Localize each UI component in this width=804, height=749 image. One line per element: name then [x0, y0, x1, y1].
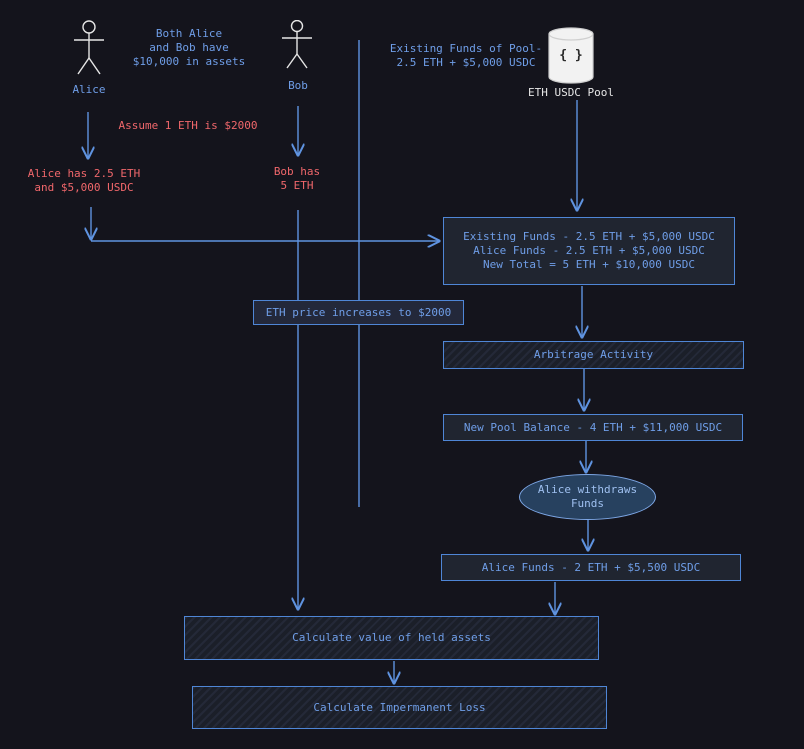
alice-funds-box: Alice Funds - 2 ETH + $5,500 USDC — [441, 554, 741, 581]
database-icon — [548, 27, 594, 84]
assumption-note: Assume 1 ETH is $2000 — [118, 119, 258, 132]
bob-label: Bob — [288, 79, 308, 92]
arbitrage-box: Arbitrage Activity — [443, 341, 744, 369]
calc-held-assets-box: Calculate value of held assets — [184, 616, 599, 660]
alice-label: Alice — [72, 83, 106, 96]
bob-holdings: Bob has 5 ETH — [273, 165, 321, 192]
bob-figure-icon — [282, 20, 312, 69]
both-assets-note: Both Alice and Bob have $10,000 in asset… — [132, 27, 246, 68]
pool-icon-text: { } — [559, 48, 583, 63]
calc-impermanent-loss-box: Calculate Impermanent Loss — [192, 686, 607, 729]
new-pool-balance-box: New Pool Balance - 4 ETH + $11,000 USDC — [443, 414, 743, 441]
pool-label: ETH USDC Pool — [527, 86, 615, 99]
price-increase-box: ETH price increases to $2000 — [253, 300, 464, 325]
alice-holdings: Alice has 2.5 ETH and $5,000 USDC — [27, 167, 141, 194]
withdraw-ellipse: Alice withdraws Funds — [519, 474, 656, 520]
alice-figure-icon — [74, 20, 104, 75]
funds-total-box: Existing Funds - 2.5 ETH + $5,000 USDC A… — [443, 217, 735, 285]
pool-existing-funds-note: Existing Funds of Pool- 2.5 ETH + $5,000… — [389, 42, 543, 69]
